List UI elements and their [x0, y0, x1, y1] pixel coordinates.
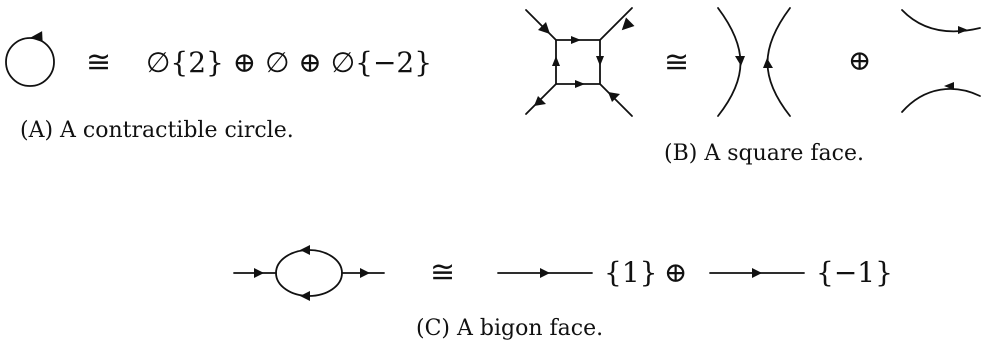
strand-1: [497, 268, 593, 278]
arrow-head: [752, 268, 762, 278]
square-face-web: [525, 7, 635, 117]
arrow-head: [534, 96, 546, 106]
panel-c-shift-2: {−1}: [816, 256, 893, 289]
arrow-head: [958, 26, 968, 34]
panel-c-shift-1: {1}: [604, 256, 657, 289]
panel-c-caption: (C) A bigon face.: [416, 316, 603, 341]
panel-b-congruence: ≅: [664, 45, 689, 80]
panel-c-direct-sum: ⊕: [664, 256, 687, 289]
arrow-head: [575, 80, 585, 88]
panel-b: ≅ ⊕ (B) A square face.: [525, 7, 981, 166]
arrow-head: [538, 22, 550, 34]
vertical-arcs: [717, 7, 791, 117]
arrow-head: [540, 268, 550, 278]
arrow-head: [254, 268, 264, 278]
panel-b-direct-sum: ⊕: [848, 44, 871, 77]
panel-b-caption: (B) A square face.: [664, 141, 864, 166]
arrow-head: [596, 56, 604, 66]
arrow-head: [735, 56, 745, 66]
arrow-head: [763, 58, 773, 68]
panel-a-rhs: ∅{2} ⊕ ∅ ⊕ ∅{−2}: [146, 46, 432, 79]
panel-c-congruence: ≅: [430, 255, 455, 290]
horizontal-arcs: [901, 9, 981, 113]
panel-a: ≅ ∅{2} ⊕ ∅ ⊕ ∅{−2} (A) A contractible ci…: [5, 31, 432, 143]
arrow-head: [571, 36, 581, 44]
panel-a-congruence: ≅: [86, 45, 111, 80]
panel-a-caption: (A) A contractible circle.: [20, 118, 294, 143]
arrow-head: [552, 56, 560, 66]
strand-2: [709, 268, 805, 278]
arrow-head: [300, 291, 310, 301]
contractible-circle: [5, 31, 55, 87]
arrow-head: [608, 92, 620, 102]
arrow-head: [300, 245, 310, 255]
panel-c: ≅ {1} ⊕ {−1} (C) A bigon face.: [233, 245, 893, 341]
bigon-web: [233, 245, 385, 301]
arrow-head: [944, 82, 954, 90]
arrow-head: [360, 268, 370, 278]
